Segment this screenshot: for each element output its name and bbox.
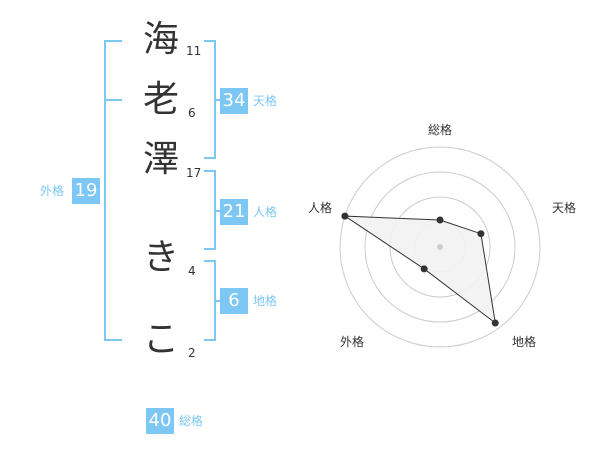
radar-polygon: [343, 215, 496, 325]
jinkaku-bracket-tick: [214, 210, 220, 212]
stroke-count-5: 2: [188, 346, 196, 360]
tenkaku-bracket-tick: [214, 99, 220, 101]
radar-point-0: [436, 216, 444, 224]
stroke-count-4: 4: [188, 264, 196, 278]
jinkaku-label: 人格: [253, 205, 278, 219]
radar-ring-3: [364, 171, 516, 323]
radar-axis-label-tenkaku: 天格: [552, 200, 576, 215]
gaikaku-value: 19: [72, 178, 100, 204]
tenkaku-label: 天格: [253, 94, 278, 108]
tenkaku-value: 34: [220, 88, 248, 114]
chikaku-value: 6: [220, 288, 248, 314]
name-char-5: こ: [142, 319, 179, 360]
radar-chart: 総格 天格 地格 外格 人格: [308, 122, 576, 349]
name-char-3: 澤: [142, 139, 179, 180]
radar-center-dot: [437, 244, 443, 250]
stroke-count-1: 11: [186, 44, 202, 58]
name-char-1: 海: [142, 19, 179, 60]
stroke-count-3: 17: [186, 166, 202, 180]
gaikaku-label: 外格: [40, 184, 65, 198]
stroke-count-2: 6: [188, 106, 196, 120]
chikaku-bracket-bottom: [204, 339, 216, 341]
gaikaku-bracket-vertical: [104, 40, 106, 341]
chikaku-label: 地格: [253, 294, 278, 308]
soukaku-label: 総格: [179, 414, 204, 428]
radar-ring-2: [389, 196, 491, 298]
radar-points: [341, 212, 499, 327]
soukaku-value: 40: [146, 408, 174, 434]
radar-axis-label-gaikaku: 外格: [340, 334, 364, 349]
gaikaku-bracket-top: [104, 40, 122, 42]
chikaku-bracket-tick: [214, 300, 220, 302]
name-char-4: き: [142, 237, 179, 278]
radar-rings: [339, 146, 541, 348]
radar-axis-label-chikaku: 地格: [512, 334, 536, 349]
tenkaku-bracket-bottom: [204, 157, 216, 159]
gaikaku-bracket-bottom: [104, 339, 122, 341]
radar-point-4: [341, 212, 349, 220]
radar-ring-4: [339, 146, 541, 348]
radar-axis-label-jinkaku: 人格: [308, 200, 332, 215]
radar-axis-label-soukaku: 総格: [428, 122, 452, 137]
radar-point-1: [477, 230, 485, 238]
radar-point-3: [420, 265, 428, 273]
jinkaku-bracket-top: [204, 170, 216, 172]
radar-point-2: [491, 319, 499, 327]
jinkaku-value: 21: [220, 199, 248, 225]
chikaku-bracket-top: [204, 260, 216, 262]
gaikaku-bracket-mid: [104, 99, 122, 101]
tenkaku-bracket-top: [204, 40, 216, 42]
jinkaku-bracket-bottom: [204, 248, 216, 250]
name-char-2: 老: [142, 79, 179, 120]
